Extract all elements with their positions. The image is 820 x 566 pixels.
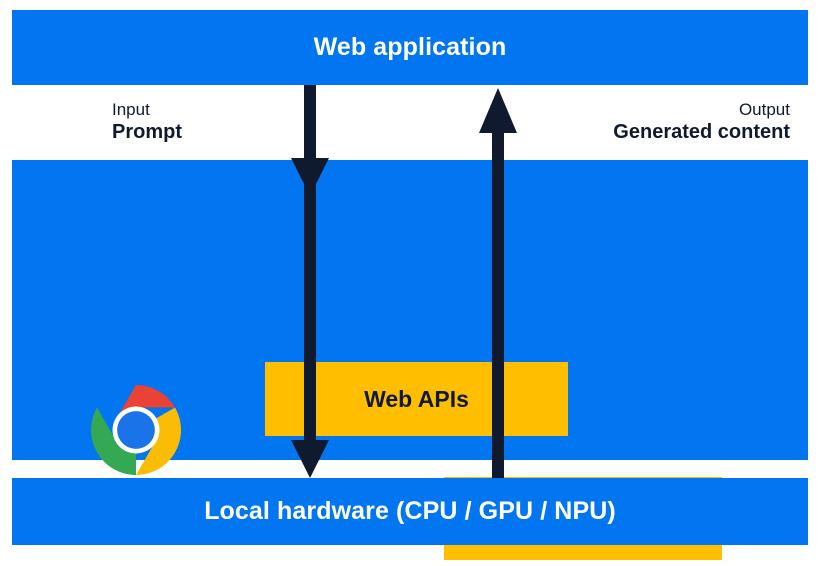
input-flow-label: Input Prompt <box>112 100 182 145</box>
output-flow-kicker: Output <box>738 100 790 119</box>
input-flow-value: Prompt <box>112 121 182 144</box>
layer-web-application-label: Web application <box>313 33 507 61</box>
output-flow-value: Generated content <box>613 121 790 144</box>
chrome-logo-blue-hub <box>117 411 155 449</box>
layer-web-application: Web application <box>12 10 808 85</box>
box-web-apis: Web APIs <box>265 362 568 436</box>
chrome-logo-yellow-segment <box>136 407 182 476</box>
output-flow-label: Output Generated content <box>613 100 790 145</box>
output-flow-arrowhead <box>479 88 517 133</box>
chrome-logo-green-segment <box>90 407 136 476</box>
layer-local-hardware: Local hardware (CPU / GPU / NPU) <box>12 478 808 545</box>
layer-local-hardware-label: Local hardware (CPU / GPU / NPU) <box>204 497 616 525</box>
chrome-logo-red-segment <box>116 384 176 419</box>
chrome-logo-icon <box>90 384 182 476</box>
input-flow-kicker: Input <box>112 100 150 119</box>
layer-browser: Browser Web APIs Built-in models and run… <box>12 160 808 560</box>
box-web-apis-label: Web APIs <box>364 385 469 412</box>
